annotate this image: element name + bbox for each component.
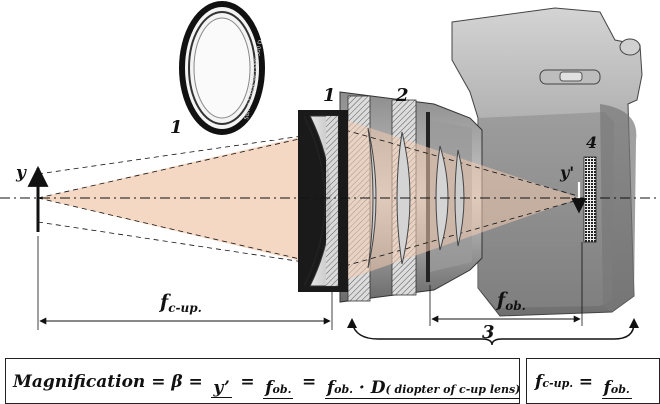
f-cup-num-base: f (603, 378, 611, 398)
distance-3-label: 3 (482, 322, 495, 343)
bracket-3-arrow-left (347, 318, 357, 328)
object-height-label: y (15, 163, 27, 183)
f-cup-fraction-numerator: fob. (601, 378, 632, 399)
equals-sign-2: = (301, 372, 317, 392)
f-cup-equals: = (578, 372, 593, 392)
fob-subscript-2: ob. (334, 383, 353, 396)
f-cup-num-subscript: ob. (610, 383, 630, 396)
f-cup-formula-box: fc-up. = fob. (526, 358, 660, 404)
fob-base: f (265, 378, 273, 398)
f-ob-base: f (495, 289, 508, 311)
diopter-symbol: · D (353, 378, 386, 398)
close-up-lens-number: 1 (323, 85, 336, 106)
image-height-label: y' (559, 163, 574, 182)
objective-lens-number: 2 (395, 85, 409, 106)
fraction-fob-numerator: fob. (263, 378, 294, 399)
magnification-formula-box: Magnification = β = y’ = fob. = fob. · D… (5, 358, 520, 404)
bracket-3 (351, 322, 635, 346)
fob-subscript: ob. (272, 383, 292, 396)
fraction-diopter-numerator: fob. · D( diopter of c-up lens) (324, 378, 520, 399)
f-ob-subscript: ob. (505, 299, 526, 313)
f-ob-label: fob. (495, 289, 526, 313)
fob-base-2: f (326, 378, 335, 398)
f-cup-lhs: fc-up. (535, 372, 573, 392)
image-sensor (583, 156, 597, 243)
f-cup-fraction: fob. (601, 378, 632, 403)
inset-lens-number: 1 (170, 117, 183, 138)
equals-sign-1: = (240, 372, 255, 392)
f-cup-label: fc-up. (158, 291, 202, 315)
fraction-diopter: fob. · D( diopter of c-up lens) (324, 378, 520, 403)
f-cup-subscript: c-up. (168, 301, 202, 315)
f-cup-lhs-subscript: c-up. (542, 377, 574, 390)
magnification-lead: Magnification = β = (13, 372, 203, 392)
f-cup-base: f (158, 291, 171, 313)
f-cup-lhs-base: f (535, 372, 543, 392)
close-up-lens (298, 110, 348, 292)
fraction-y-numerator: y’ (211, 378, 232, 398)
sensor-number-label: 4 (586, 133, 597, 152)
fraction-y-ratio: y’ (211, 378, 232, 403)
fraction-y-denominator (211, 398, 231, 403)
diopter-note: ( diopter of c-up lens) (385, 383, 520, 396)
inset-close-up-lens-photo: 58mm CLOSE-UP LENS 500 D (165, 0, 277, 140)
bracket-3-arrow-right (629, 318, 639, 328)
fraction-fob-ratio: fob. (263, 378, 294, 403)
camera-body (451, 7, 643, 317)
